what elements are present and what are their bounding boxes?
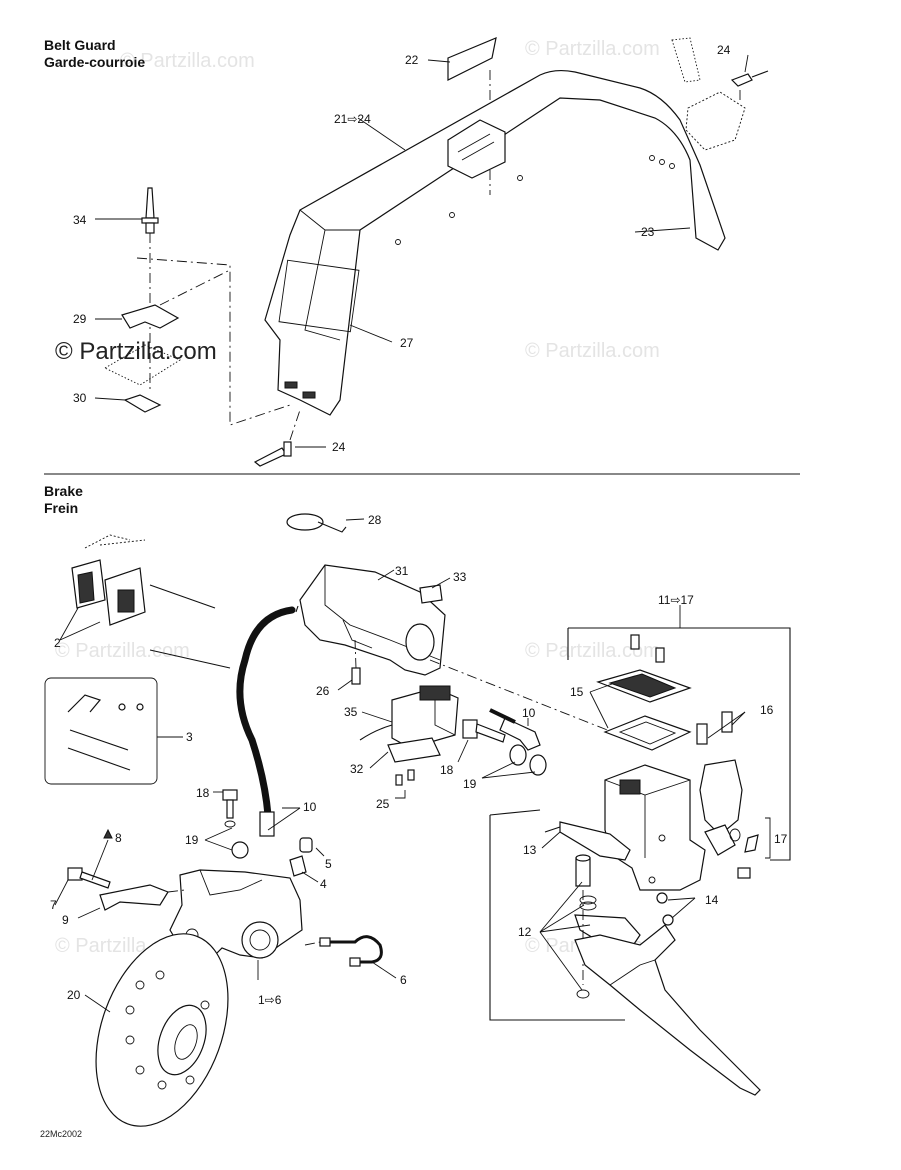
part-5-cap: [299, 837, 313, 853]
part-32-plate: [387, 737, 441, 763]
part-15-gasket: [603, 715, 692, 751]
callout-26: 26: [316, 684, 330, 698]
callout-22: 22: [405, 53, 419, 67]
part-33-label: [419, 584, 443, 604]
callout-1: 1⇨6: [258, 993, 282, 1007]
callout-25: 25: [376, 797, 390, 811]
callout-16: 16: [760, 703, 774, 717]
part-6-brake-line: [325, 935, 383, 964]
part-12-pin: [575, 857, 591, 887]
callout-12: 12: [518, 925, 532, 939]
callout-14: 14: [705, 893, 719, 907]
part-9-bracket: [99, 884, 169, 911]
callout-23: 23: [641, 225, 655, 239]
callout-11: 11⇨17: [658, 593, 694, 607]
callout-35: 35: [344, 705, 358, 719]
callout-18-left: 18: [196, 786, 210, 800]
part-25-screw: [395, 774, 403, 786]
callout-29: 29: [73, 312, 87, 326]
watermark: © Partzilla.com: [525, 640, 660, 662]
callout-28: 28: [368, 513, 382, 527]
callout-24-top: 24: [717, 43, 731, 57]
part-10-hose: [236, 606, 296, 819]
callout-8: 8: [115, 831, 122, 845]
part-18-bolt-right: [462, 719, 478, 739]
part-29-bracket: [121, 304, 180, 329]
watermark: © Partzilla.com: [525, 340, 660, 362]
callout-15: 15: [570, 685, 584, 699]
part-18-bolt: [222, 789, 238, 801]
callout-30: 30: [73, 391, 87, 405]
watermark: © Partzilla.com: [120, 50, 255, 72]
drop-8-icon: [103, 828, 113, 839]
callout-24-bottom: 24: [332, 440, 346, 454]
brake-title-en: Brake: [44, 483, 83, 499]
callout-3: 3: [186, 730, 193, 744]
callout-9: 9: [62, 913, 69, 927]
part-34-rivet: [145, 187, 155, 219]
callout-13: 13: [523, 843, 537, 857]
part-22-label: [447, 37, 497, 81]
callout-27: 27: [400, 336, 414, 350]
part-16-clamp: [699, 759, 743, 836]
brake-title: Brake Frein: [44, 483, 83, 517]
callout-17: 17: [774, 832, 788, 846]
belt-guard-title-fr: Garde-courroie: [44, 54, 146, 70]
callout-19-right: 19: [463, 777, 477, 791]
callout-18-right: 18: [440, 763, 454, 777]
callout-31: 31: [395, 564, 409, 578]
belt-guard-title: Belt Guard Garde-courroie: [44, 37, 145, 71]
callout-20: 20: [67, 988, 81, 1002]
guard-clip: [447, 119, 506, 179]
callout-7: 7: [50, 898, 57, 912]
brake-lever: [574, 924, 761, 1096]
diagram-code: 22Mc2002: [40, 1129, 83, 1139]
ghost-bracket: [685, 91, 746, 151]
ghost-pad: [104, 344, 181, 386]
part-26-screw: [351, 667, 361, 685]
watermark: © Partzilla.com: [55, 640, 190, 662]
callout-21: 21⇨24: [334, 112, 371, 126]
callout-19-left: 19: [185, 833, 199, 847]
part-10-hose-end: [499, 717, 541, 751]
belt-guard-title-en: Belt Guard: [44, 37, 116, 53]
part-28-cable-tie: [286, 513, 324, 531]
callout-32: 32: [350, 762, 364, 776]
brake-title-fr: Frein: [44, 500, 79, 516]
callout-5: 5: [325, 857, 332, 871]
part-24-rivet-top: [730, 73, 753, 87]
callout-33: 33: [453, 570, 467, 584]
part-3-kit-box: [44, 677, 158, 785]
part-4-bleeder: [289, 855, 307, 877]
callout-34: 34: [73, 213, 87, 227]
callout-2: 2: [54, 636, 61, 650]
guard-window: [278, 259, 360, 333]
callout-10-left: 10: [303, 800, 317, 814]
watermark: © Partzilla.com: [525, 38, 660, 60]
brake-drawing: [44, 513, 791, 1127]
part-11-frame: [568, 627, 791, 861]
callout-6: 6: [400, 973, 407, 987]
watermark-main: © Partzilla.com: [55, 338, 217, 365]
belt-guard-drawing: [94, 37, 769, 467]
part-30-plate: [123, 394, 162, 413]
callout-10-right: 10: [522, 706, 536, 720]
callout-4: 4: [320, 877, 327, 891]
part-24-rivet-bottom: [253, 447, 287, 467]
